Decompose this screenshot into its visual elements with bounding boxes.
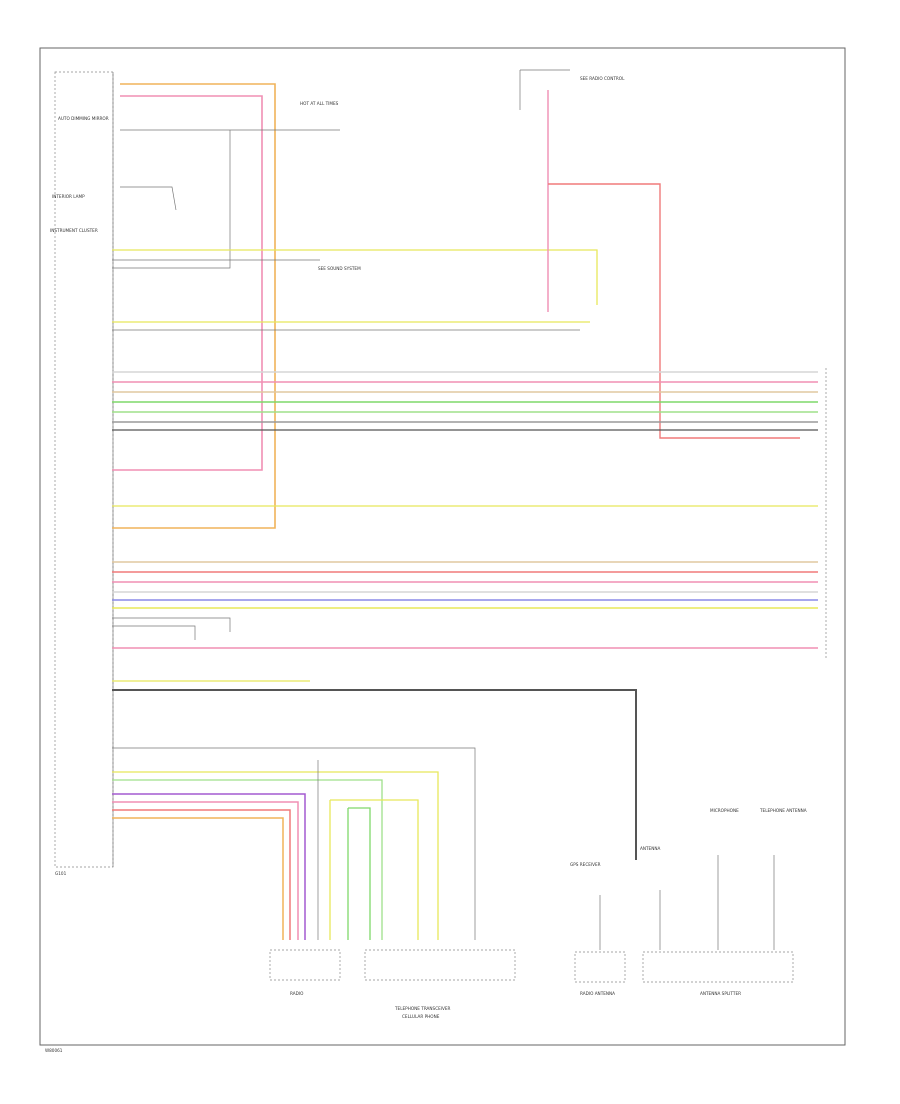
- label-see-radio-control: SEE RADIO CONTROL: [580, 76, 625, 81]
- radio-feed-outline: [519, 69, 570, 110]
- wire-phone-yellow-1: [112, 771, 439, 940]
- label-see-sound-system: SEE SOUND SYSTEM: [318, 266, 361, 271]
- diagram-frame: [39, 47, 846, 1046]
- phone-module-box: [364, 949, 516, 981]
- radio-module-box: [269, 949, 341, 981]
- wire-phone-yellow-2: [329, 799, 419, 940]
- label-gps: GPS RECEIVER: [570, 862, 601, 867]
- wire-red-phone: [112, 809, 291, 940]
- wire-phone-green-2: [347, 807, 371, 940]
- label-auto-dimming: AUTO DIMMING MIRROR: [58, 116, 109, 121]
- wire-gray-ground: [112, 130, 231, 269]
- label-radio: RADIO: [290, 991, 304, 996]
- label-radio-antenna: RADIO ANTENNA: [580, 991, 615, 996]
- wire-yellow-sound: [112, 249, 598, 305]
- wire-switch: [120, 186, 177, 211]
- instrument-cluster-outline: [54, 71, 114, 868]
- label-microphone: MICROPHONE: [710, 808, 739, 813]
- wire-red-top: [112, 95, 263, 471]
- wire-pink-radio-right: [548, 183, 800, 439]
- wire-orange-top: [112, 83, 276, 529]
- label-antenna-splitter: ANTENNA SPLITTER: [700, 991, 741, 996]
- label-hot-at-all-times: HOT AT ALL TIMES: [300, 101, 339, 106]
- label-ground: G101: [55, 871, 67, 876]
- wire-orange-phone: [112, 817, 284, 940]
- wire-pink-phone: [112, 801, 299, 940]
- label-phone-module: TELEPHONE TRANSCEIVER: [394, 1006, 451, 1011]
- antenna-coax-1: [599, 855, 775, 950]
- label-telephone-antenna: TELEPHONE ANTENNA: [759, 808, 807, 813]
- radio-antenna-box: [574, 951, 626, 983]
- wire-violet: [112, 793, 306, 940]
- wire-darkgray-antenna: [112, 689, 637, 860]
- splitter-box: [642, 951, 794, 983]
- label-antenna: ANTENNA: [640, 846, 660, 851]
- label-footer: W80061: [45, 1048, 63, 1053]
- wire-phone-green-1: [112, 779, 383, 940]
- bus2-gray-loop: [112, 617, 231, 640]
- label-instrument-cluster: INSTRUMENT CLUSTER: [50, 228, 98, 233]
- label-interior-lamp: INTERIOR LAMP: [52, 194, 85, 199]
- label-cellular-phone: CELLULAR PHONE: [402, 1014, 440, 1019]
- wire-phone-gray: [112, 747, 476, 940]
